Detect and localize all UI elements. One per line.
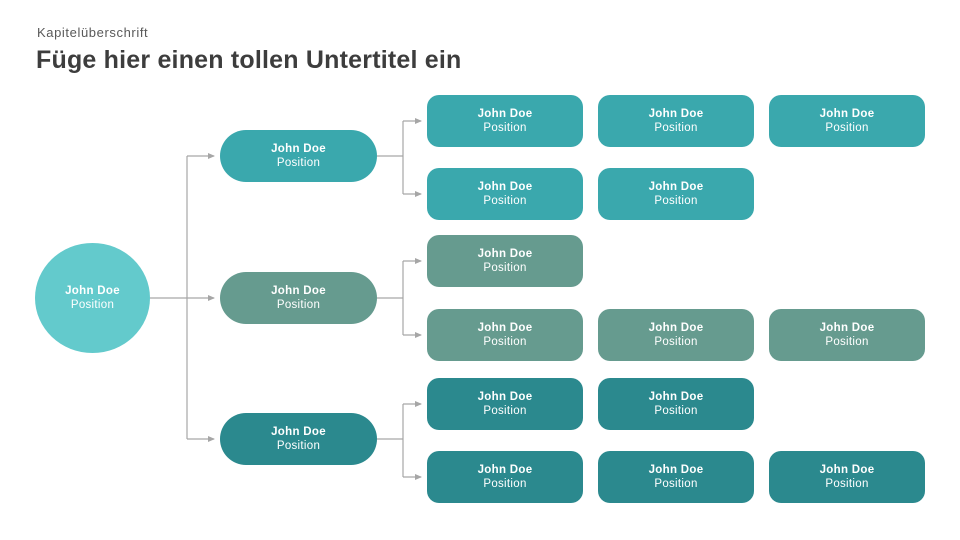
person-name: John Doe xyxy=(65,285,120,297)
org-report-node[interactable]: John Doe Position xyxy=(769,309,925,361)
person-position: Position xyxy=(483,336,527,348)
person-name: John Doe xyxy=(477,181,533,193)
org-report-node[interactable]: John Doe Position xyxy=(598,95,754,147)
org-report-node[interactable]: John Doe Position xyxy=(598,309,754,361)
person-position: Position xyxy=(483,478,527,490)
person-name: John Doe xyxy=(648,108,704,120)
org-report-node[interactable]: John Doe Position xyxy=(427,309,583,361)
person-name: John Doe xyxy=(819,322,875,334)
org-report-node[interactable]: John Doe Position xyxy=(598,378,754,430)
org-report-node[interactable]: John Doe Position xyxy=(427,168,583,220)
person-position: Position xyxy=(654,405,698,417)
person-position: Position xyxy=(654,122,698,134)
person-position: Position xyxy=(483,262,527,274)
org-report-node[interactable]: John Doe Position xyxy=(427,378,583,430)
org-report-node[interactable]: John Doe Position xyxy=(427,235,583,287)
person-name: John Doe xyxy=(477,464,533,476)
slide-title[interactable]: Füge hier einen tollen Untertitel ein xyxy=(36,46,462,74)
person-position: Position xyxy=(276,299,321,311)
person-name: John Doe xyxy=(477,108,533,120)
person-position: Position xyxy=(276,157,321,169)
person-name: John Doe xyxy=(477,391,533,403)
person-position: Position xyxy=(654,336,698,348)
org-report-node[interactable]: John Doe Position xyxy=(769,451,925,503)
person-name: John Doe xyxy=(648,181,704,193)
person-name: John Doe xyxy=(648,322,704,334)
person-position: Position xyxy=(483,405,527,417)
person-position: Position xyxy=(276,440,321,452)
org-report-node[interactable]: John Doe Position xyxy=(427,95,583,147)
org-report-node[interactable]: John Doe Position xyxy=(769,95,925,147)
org-report-node[interactable]: John Doe Position xyxy=(427,451,583,503)
org-manager-node-1[interactable]: John Doe Position xyxy=(220,130,377,182)
org-manager-node-2[interactable]: John Doe Position xyxy=(220,272,377,324)
person-position: Position xyxy=(483,195,527,207)
person-position: Position xyxy=(483,122,527,134)
person-name: John Doe xyxy=(271,426,326,438)
person-position: Position xyxy=(825,122,869,134)
org-report-node[interactable]: John Doe Position xyxy=(598,168,754,220)
person-name: John Doe xyxy=(477,248,533,260)
person-name: John Doe xyxy=(648,464,704,476)
org-root-node[interactable]: John Doe Position xyxy=(35,243,150,353)
person-position: Position xyxy=(654,195,698,207)
org-manager-node-3[interactable]: John Doe Position xyxy=(220,413,377,465)
person-position: Position xyxy=(70,299,115,311)
person-position: Position xyxy=(654,478,698,490)
person-name: John Doe xyxy=(271,285,326,297)
slide-kicker[interactable]: Kapitelüberschrift xyxy=(37,25,149,40)
person-name: John Doe xyxy=(819,464,875,476)
person-position: Position xyxy=(825,478,869,490)
person-name: John Doe xyxy=(648,391,704,403)
person-position: Position xyxy=(825,336,869,348)
person-name: John Doe xyxy=(271,143,326,155)
person-name: John Doe xyxy=(477,322,533,334)
person-name: John Doe xyxy=(819,108,875,120)
org-report-node[interactable]: John Doe Position xyxy=(598,451,754,503)
